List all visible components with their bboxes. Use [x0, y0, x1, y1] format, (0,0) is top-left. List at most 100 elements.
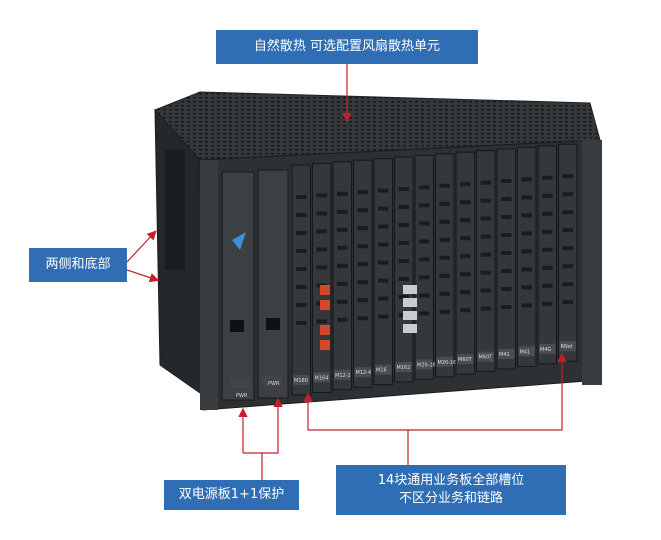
slot-label: M12-4: [356, 370, 372, 376]
led-row: [316, 211, 327, 216]
led-row: [501, 269, 512, 273]
led-row: [378, 314, 389, 319]
led-row: [357, 280, 368, 285]
led-row: [337, 263, 348, 268]
slot-card: [332, 161, 352, 391]
led-row: [501, 287, 512, 291]
led-row: [480, 306, 491, 311]
led-row: [337, 227, 348, 232]
arrow-left-up: [126, 230, 157, 263]
led-row: [521, 249, 532, 254]
slot-label: M20-16: [417, 362, 436, 368]
slot-handle: [457, 354, 474, 365]
led-row: [357, 190, 368, 195]
slot-label: M160: [294, 378, 308, 384]
slot-card: [373, 158, 393, 386]
led-row: [439, 183, 450, 188]
callout-cooling: 自然散热 可选配置风扇散热单元: [216, 30, 478, 64]
led-row: [337, 281, 348, 286]
led-row: [480, 216, 491, 221]
led-row: [521, 213, 532, 218]
led-row: [562, 192, 573, 197]
slot-handle: [498, 349, 515, 359]
led-row: [480, 270, 491, 275]
optical-port: [320, 325, 330, 335]
led-row: [419, 293, 430, 298]
slot-label: M12-2: [335, 373, 351, 379]
led-row: [419, 275, 430, 280]
led-row: [316, 247, 327, 252]
led-row: [480, 234, 491, 239]
led-row: [460, 200, 471, 205]
led-row: [398, 277, 409, 281]
led-row: [378, 260, 389, 265]
led-row: [542, 247, 553, 252]
slot-label: M60T: [458, 357, 473, 363]
led-row: [357, 226, 368, 231]
led-row: [296, 213, 307, 217]
optical-port: [320, 300, 330, 310]
led-row: [378, 206, 389, 211]
power-label-1: PWR: [236, 393, 248, 399]
led-row: [398, 259, 409, 263]
slot-handle: [477, 351, 494, 362]
slot-card: [455, 151, 475, 375]
led-row: [542, 193, 553, 198]
led-row: [337, 299, 348, 304]
optical-port: [320, 340, 330, 350]
led-row: [419, 203, 430, 208]
optical-port: [320, 285, 330, 295]
slot-label: M20-16: [438, 360, 457, 366]
led-row: [542, 175, 553, 180]
led-row: [521, 285, 532, 290]
logo-icon: [232, 232, 246, 250]
led-row: [521, 267, 532, 272]
slot-handle: [436, 356, 453, 367]
led-row: [439, 219, 450, 224]
slot-label: RNet: [561, 344, 573, 350]
slot-handle: [518, 346, 535, 357]
led-row: [501, 305, 512, 309]
led-row: [460, 290, 471, 295]
led-row: [521, 303, 532, 308]
led-row: [296, 285, 307, 289]
led-row: [460, 236, 471, 241]
led-row: [357, 298, 368, 303]
led-row: [378, 242, 389, 247]
power-module-2: [257, 169, 289, 399]
led-row: [460, 308, 471, 313]
slot-label: M60T: [479, 355, 494, 361]
led-row: [296, 321, 307, 325]
slot-label: M41: [520, 349, 531, 355]
slot-handle: [313, 372, 330, 383]
led-row: [542, 211, 553, 216]
led-row: [460, 272, 471, 277]
led-row: [439, 201, 450, 206]
led-row: [460, 254, 471, 259]
led-row: [460, 218, 471, 223]
led-row: [439, 291, 450, 296]
slot-label: M162: [397, 365, 411, 371]
slot-card: [312, 162, 332, 393]
callout-slots-line1: 14块通用业务板全部槽位: [377, 473, 525, 488]
slot-card: [558, 143, 578, 362]
led-row: [419, 185, 430, 190]
led-row: [480, 252, 491, 257]
slot-label: M164: [315, 375, 329, 381]
led-row: [378, 188, 389, 193]
slot-card: [537, 145, 557, 365]
slot-card: [353, 159, 373, 388]
led-row: [398, 205, 409, 209]
led-row: [480, 198, 491, 203]
slot-card: [414, 154, 434, 380]
arrow-slots-bracket: [303, 392, 409, 465]
led-row: [357, 208, 368, 213]
callout-slots-line2: 不区分业务和链路: [398, 491, 503, 506]
led-row: [501, 215, 512, 219]
led-row: [378, 224, 389, 229]
power-module-1: [221, 171, 255, 401]
slot-handle: [539, 343, 556, 354]
slot-handle: [334, 369, 351, 380]
